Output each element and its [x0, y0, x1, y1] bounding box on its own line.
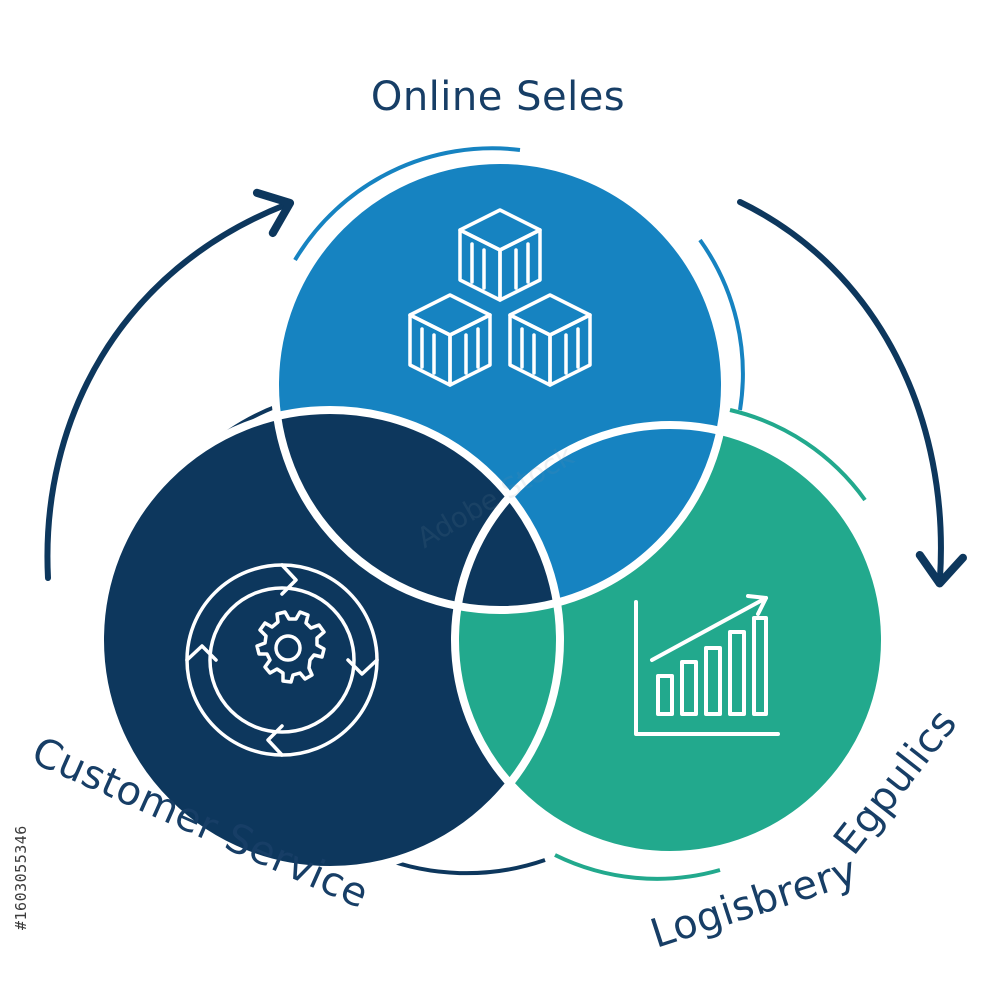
label-online-sales: Online Seles: [371, 74, 625, 120]
cycle-arrow-left: [44, 188, 295, 581]
label-logistics-line1: Logisbrery: [645, 848, 863, 958]
gear-cycle-icon: [185, 563, 379, 757]
stock-id-watermark: #1603055346: [12, 825, 30, 930]
sketch-arc-top: [293, 146, 521, 262]
cycle-arrow-right: [737, 199, 967, 588]
circle-top-outline: [271, 156, 729, 614]
sketch-arc-right-lower: [729, 408, 867, 502]
sketch-arc-right: [698, 238, 745, 411]
boxes-icon: [408, 208, 592, 387]
growth-chart-icon: [634, 594, 780, 736]
overlap-top-right: [455, 425, 725, 610]
circle-left-outline: [96, 406, 564, 874]
overlap-top-left: [275, 410, 560, 610]
circle-right-outline: [451, 421, 889, 859]
sketch-arc-bottom-right: [554, 853, 721, 881]
